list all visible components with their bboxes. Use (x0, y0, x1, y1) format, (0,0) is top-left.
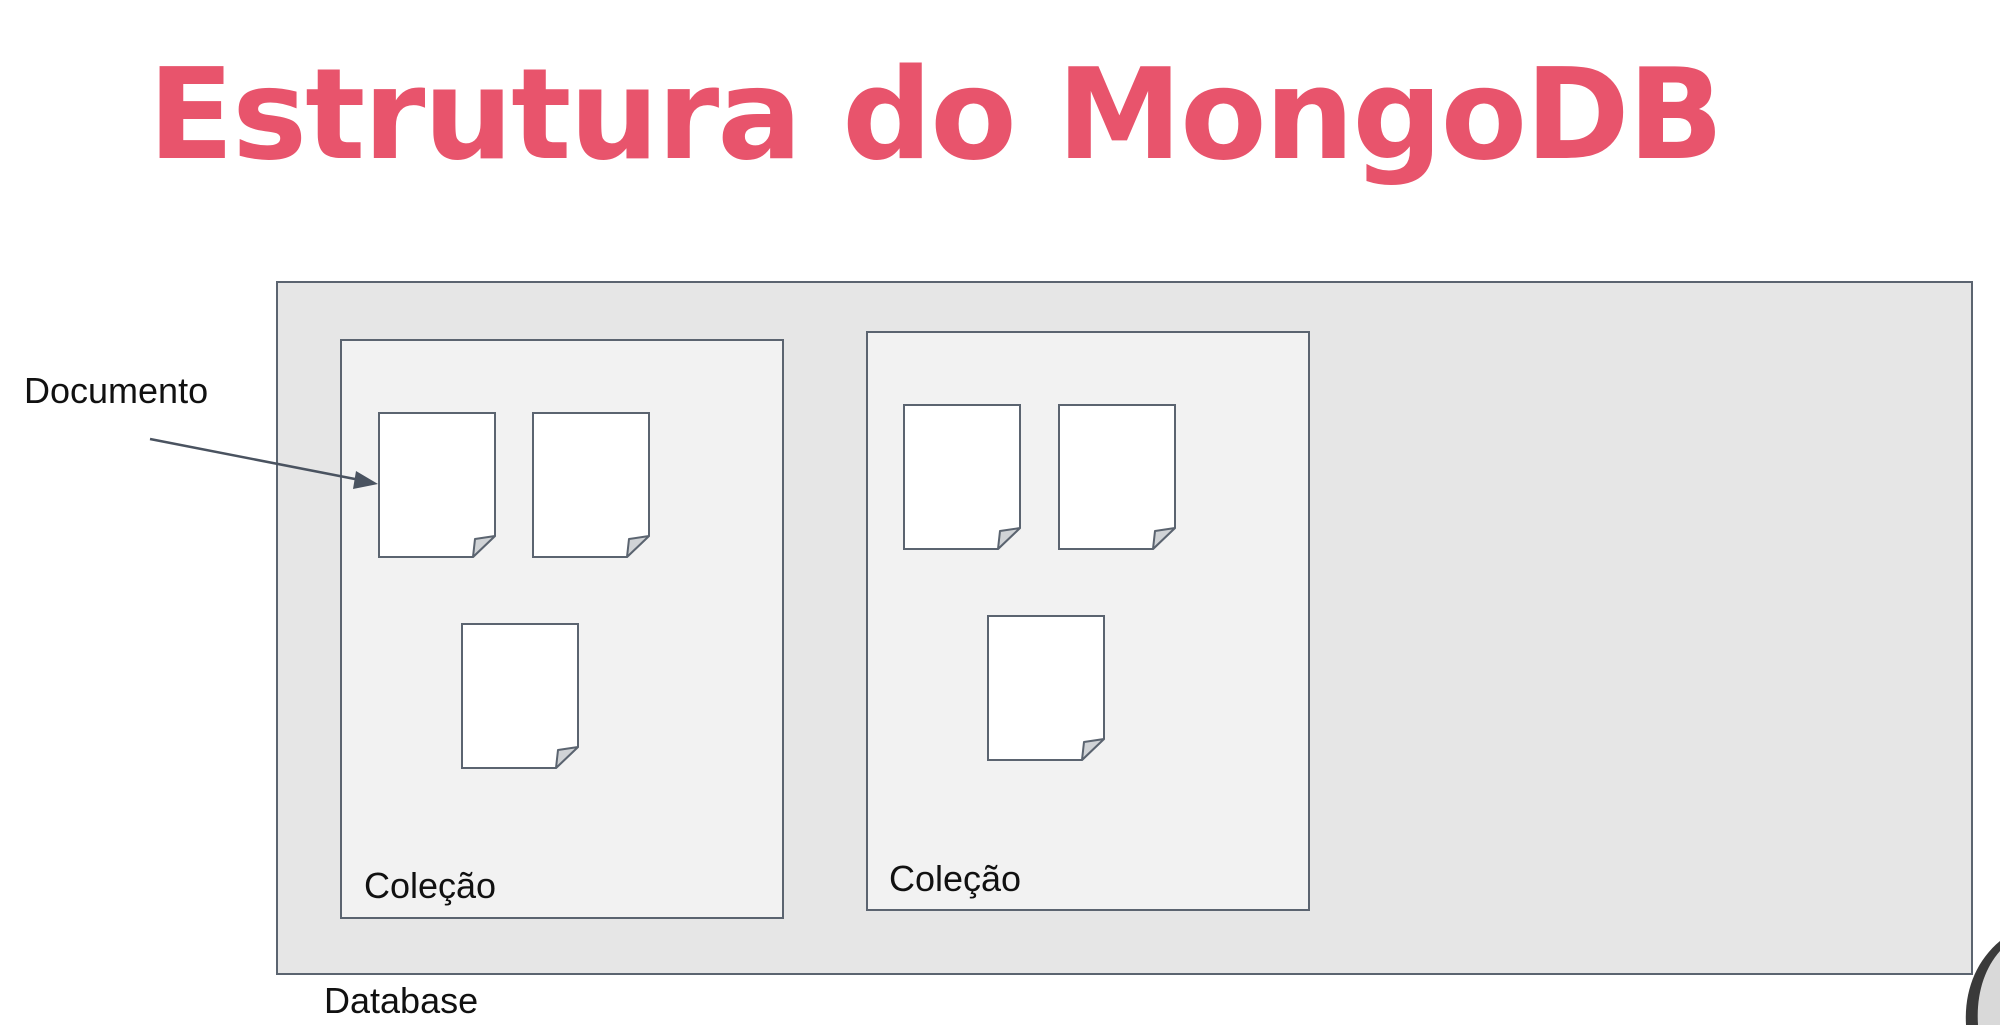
document-icon (532, 412, 650, 558)
document-icon (987, 615, 1105, 761)
database-label: Database (324, 980, 479, 1021)
collection-label: Coleção (889, 858, 1022, 899)
slide-title: Estrutura do MongoDB (148, 41, 1724, 188)
document-icon (378, 412, 496, 558)
document-icon (903, 404, 1021, 550)
document-icon (461, 623, 579, 769)
collection-label: Coleção (364, 865, 497, 906)
presenter-thumbnail (1956, 941, 2000, 1025)
document-label: Documento (24, 370, 209, 411)
document-icon (1058, 404, 1176, 550)
